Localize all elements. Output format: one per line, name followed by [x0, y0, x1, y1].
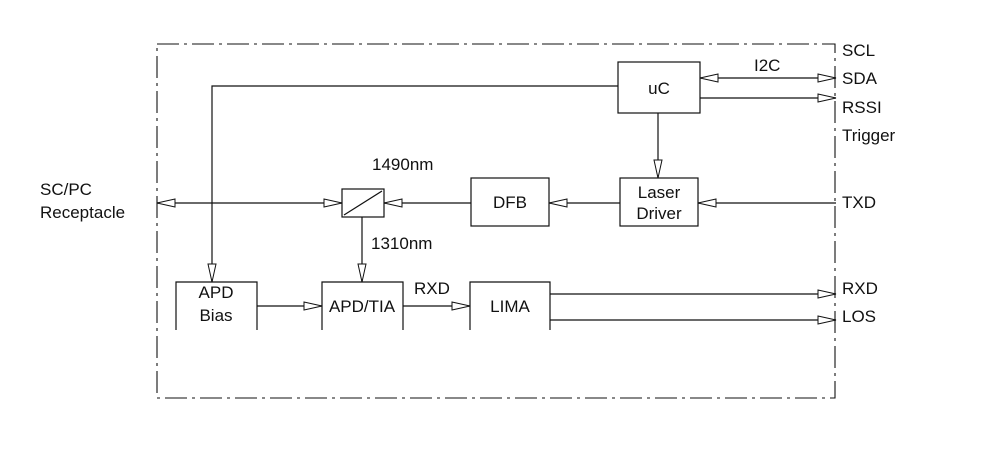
receptacle-label-line2: Receptacle: [40, 203, 125, 222]
arrow-into-receptacle: [156, 198, 176, 208]
laser-driver-label-line1: Laser: [638, 183, 681, 202]
arrow-into-splitter-from-left: [323, 198, 343, 208]
arrow-into-apd-tia-from-splitter: [357, 263, 367, 283]
pin-scl-label: SCL: [842, 41, 875, 60]
laser-driver-block: Laser Driver: [619, 177, 699, 227]
dfb-label: DFB: [493, 193, 527, 212]
arrow-into-apd-tia-from-bias: [303, 301, 323, 311]
arrow-into-apd-bias: [207, 263, 217, 283]
apd-tia-block: APD/TIA: [321, 281, 404, 330]
pin-sda-label: SDA: [842, 69, 878, 88]
module-outline: [156, 43, 836, 399]
apd-bias-label-line2: Bias: [199, 306, 232, 325]
arrow-into-laser-driver: [653, 159, 663, 179]
wdm-splitter: [341, 188, 385, 218]
rxd-internal-label: RXD: [414, 279, 450, 298]
receptacle-label-line1: SC/PC: [40, 180, 92, 199]
arrow-into-uc-i2c: [699, 73, 719, 83]
lima-label: LIMA: [490, 297, 530, 316]
arrow-into-splitter-from-dfb: [383, 198, 403, 208]
pin-rxd-label: RXD: [842, 279, 878, 298]
uc-to-apd-bias-line: [211, 85, 618, 282]
wavelength-1490-label: 1490nm: [372, 155, 433, 174]
apd-bias-label-line1: APD: [199, 283, 234, 302]
lima-block: LIMA: [469, 281, 551, 330]
arrow-out-los: [817, 315, 837, 325]
apd-tia-label: APD/TIA: [329, 297, 396, 316]
pin-los-label: LOS: [842, 307, 876, 326]
wavelength-1310-label: 1310nm: [371, 234, 432, 253]
dfb-block: DFB: [470, 177, 550, 227]
pin-txd-label: TXD: [842, 193, 876, 212]
pin-rssi-label: RSSI: [842, 98, 882, 117]
pin-trigger-label: Trigger: [842, 126, 896, 145]
arrow-into-dfb: [548, 198, 568, 208]
i2c-label: I2C: [754, 56, 780, 75]
arrow-out-rssi: [817, 93, 837, 103]
arrow-into-laser-driver-txd: [697, 198, 717, 208]
laser-driver-label-line2: Driver: [636, 204, 682, 223]
apd-bias-block: APD Bias: [175, 281, 258, 330]
uc-label: uC: [648, 79, 670, 98]
arrow-into-lima: [451, 301, 471, 311]
arrow-out-rxd: [817, 289, 837, 299]
arrow-out-i2c: [817, 73, 837, 83]
uc-block: uC: [617, 61, 701, 114]
